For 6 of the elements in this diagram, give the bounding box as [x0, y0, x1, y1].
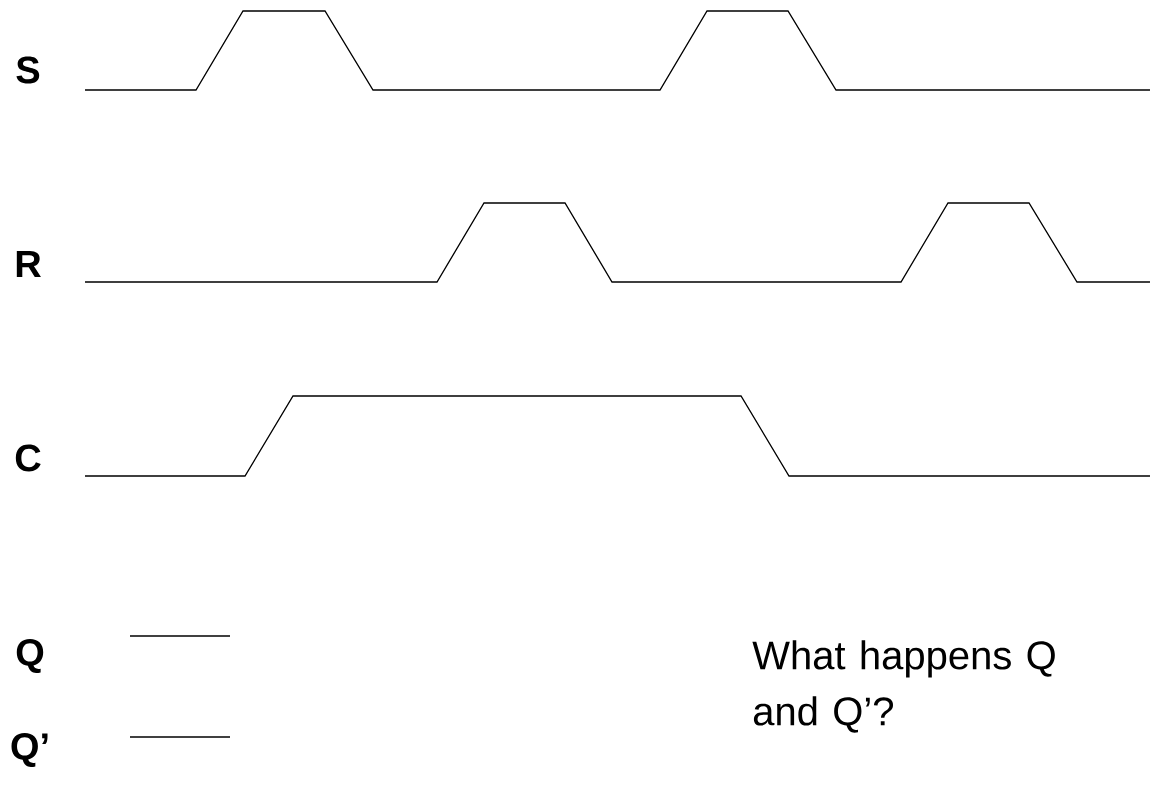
signal-label: C [15, 444, 41, 472]
signal-label: S [16, 56, 40, 84]
signal-label: Q [16, 639, 44, 673]
signal-label: R [16, 250, 41, 278]
signal-label: Q’ [11, 733, 48, 767]
question-text: What happens Q and Q’? [752, 640, 1055, 733]
